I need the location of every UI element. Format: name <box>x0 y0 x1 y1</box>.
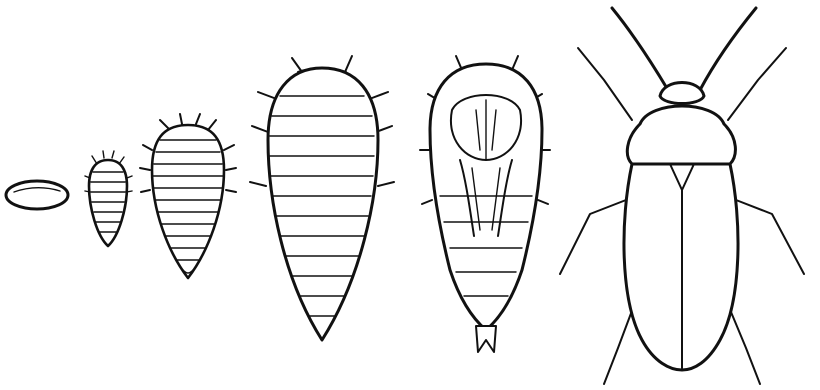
medium-larva-icon <box>140 114 236 278</box>
beetle-icon <box>560 8 804 384</box>
small-larva-icon <box>85 151 132 246</box>
egg-icon <box>6 181 68 209</box>
pupa-icon <box>420 56 550 352</box>
large-larva-icon <box>250 56 394 340</box>
